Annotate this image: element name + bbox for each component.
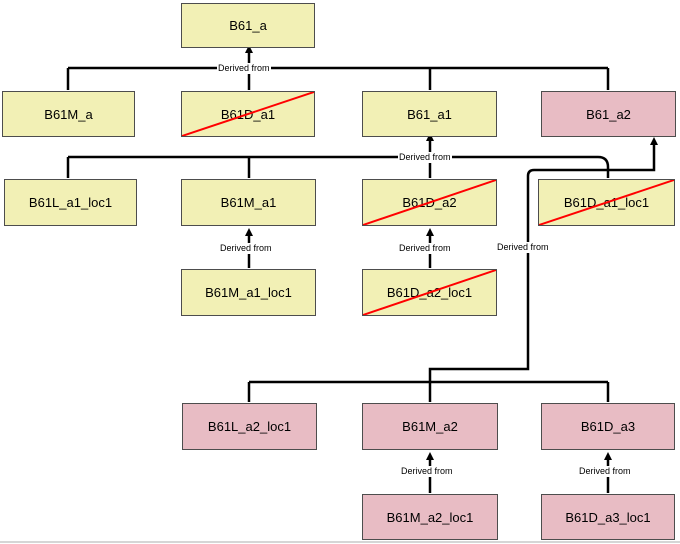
node-b61m-a1[interactable]: B61M_a1 — [181, 179, 316, 226]
node-b61d-a2-loc1[interactable]: B61D_a2_loc1 — [362, 269, 497, 316]
node-b61d-a1-loc1[interactable]: B61D_a1_loc1 — [538, 179, 675, 226]
edge-label-b61d-a2: Derived from — [398, 243, 452, 254]
node-b61d-a3-loc1[interactable]: B61D_a3_loc1 — [541, 494, 675, 540]
node-label: B61_a1 — [407, 106, 452, 122]
node-label: B61_a2 — [586, 106, 631, 122]
edge-label-b61-a: Derived from — [217, 63, 271, 74]
node-label: B61D_a2_loc1 — [386, 285, 473, 300]
node-b61d-a1[interactable]: B61D_a1 — [181, 91, 315, 137]
edge-label-b61m-a1: Derived from — [219, 243, 273, 254]
node-b61l-a2-loc1[interactable]: B61L_a2_loc1 — [182, 403, 317, 450]
bottom-divider — [0, 541, 680, 543]
node-b61-a[interactable]: B61_a — [181, 3, 315, 48]
node-b61l-a1-loc1[interactable]: B61L_a1_loc1 — [4, 179, 137, 226]
edge-label-b61d-a3: Derived from — [578, 466, 632, 477]
node-label: B61D_a3 — [580, 419, 636, 434]
node-label: B61D_a2 — [402, 195, 457, 210]
node-b61-a2[interactable]: B61_a2 — [541, 91, 676, 137]
edge-label-b61-a2: Derived from — [496, 242, 550, 253]
node-label: B61L_a2_loc1 — [207, 419, 292, 434]
node-label: B61D_a1_loc1 — [563, 195, 650, 210]
node-label: B61D_a1 — [220, 106, 276, 122]
node-label: B61D_a3_loc1 — [565, 509, 651, 525]
edge-label-b61-a1: Derived from — [398, 152, 452, 163]
node-label: B61L_a1_loc1 — [28, 195, 113, 210]
node-b61m-a2[interactable]: B61M_a2 — [362, 403, 498, 450]
node-label: B61M_a2_loc1 — [386, 509, 474, 525]
node-b61m-a2-loc1[interactable]: B61M_a2_loc1 — [362, 494, 498, 540]
node-b61d-a3[interactable]: B61D_a3 — [541, 403, 675, 450]
node-label: B61M_a1 — [220, 195, 277, 210]
node-b61m-a1-loc1[interactable]: B61M_a1_loc1 — [181, 269, 316, 316]
node-label: B61M_a2 — [402, 419, 458, 434]
node-b61m-a[interactable]: B61M_a — [2, 91, 135, 137]
node-label: B61M_a — [44, 106, 93, 122]
node-label: B61_a — [229, 18, 267, 33]
edge-label-b61m-a2: Derived from — [400, 466, 454, 477]
node-label: B61M_a1_loc1 — [205, 285, 292, 300]
node-b61d-a2[interactable]: B61D_a2 — [362, 179, 497, 226]
node-b61-a1[interactable]: B61_a1 — [362, 91, 497, 137]
connector-b61d-a1-loc1 — [597, 155, 610, 178]
connector-b61-a2-route — [428, 137, 658, 382]
